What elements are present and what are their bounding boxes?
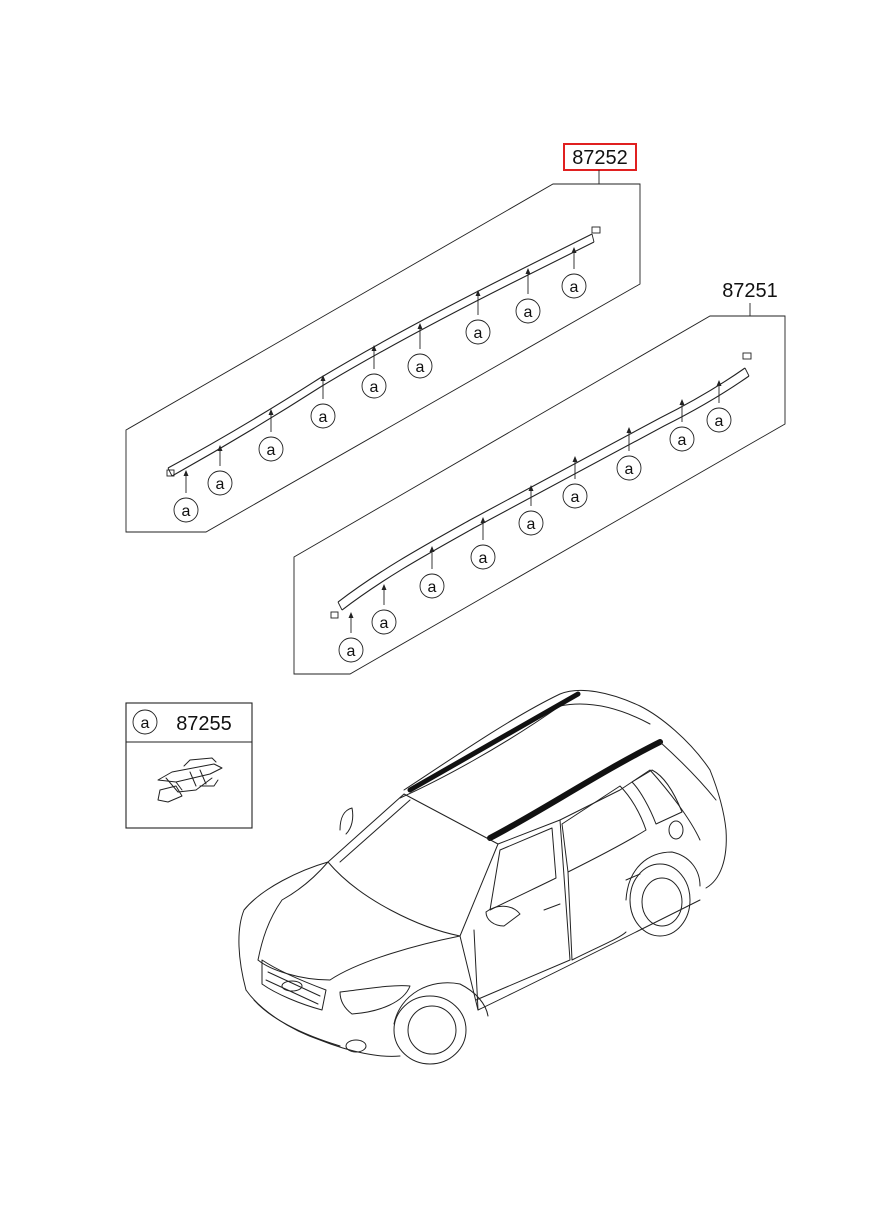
clip-callout[interactable]: a [338,612,364,663]
clip-callout[interactable]: a [407,323,433,379]
svg-text:a: a [524,304,533,321]
clip-legend-box: a 87255 [125,702,253,829]
clip-callout[interactable]: a [518,485,544,536]
clip-callout[interactable]: a [470,517,496,570]
svg-text:a: a [479,550,488,567]
svg-text:a: a [474,325,483,342]
clip-callout[interactable]: a [561,247,587,299]
svg-text:a: a [370,379,379,396]
clip-callout[interactable]: a [616,427,642,481]
clip-callout[interactable]: a [258,409,284,462]
clip-callout[interactable]: a [465,290,491,345]
svg-text:a: a [715,413,724,430]
clip-callout[interactable]: a [310,375,336,429]
svg-text:a: a [571,489,580,506]
svg-text:a: a [267,442,276,459]
part-number-87255[interactable]: 87255 [176,713,232,735]
clip-callout[interactable]: a [669,399,695,452]
vehicle-illustration [238,689,727,1065]
svg-text:a: a [678,432,687,449]
svg-text:a: a [625,461,634,478]
legend-callout-circle [132,709,158,735]
svg-text:a: a [182,503,191,520]
svg-text:a: a [570,279,579,296]
legend-callout-letter: a [141,715,150,732]
part-number-highlight-box [563,143,637,171]
clip-callout[interactable]: a [371,584,397,635]
svg-text:a: a [347,643,356,660]
svg-text:a: a [527,516,536,533]
roof-rail-group-87251: 87251 a a a a a a a a a [293,280,786,675]
clip-callout[interactable]: a [419,546,445,599]
svg-text:a: a [319,409,328,426]
rail-frame-87251 [293,315,786,675]
svg-text:a: a [380,615,389,632]
part-number-87252[interactable]: 87252 [572,147,628,169]
rail-frame-87252 [125,183,641,533]
roof-rail-group-87252: 87252 a a a a a a a a a [125,143,641,533]
clip-callout[interactable]: a [706,380,732,433]
svg-text:a: a [428,579,437,596]
roof-rail-87251[interactable] [337,367,746,603]
clip-callout[interactable]: a [207,445,233,496]
clip-callouts-87252: a a a a a a a a a [173,247,587,523]
clip-callouts-87251: a a a a a a a a a [338,380,732,663]
roof-rail-87252[interactable] [167,233,593,469]
clip-callout[interactable]: a [515,268,541,324]
clip-illustration [157,757,223,803]
svg-text:a: a [216,476,225,493]
part-number-87251[interactable]: 87251 [722,280,778,302]
clip-callout[interactable]: a [562,456,588,509]
svg-text:a: a [416,359,425,376]
clip-callout[interactable]: a [361,345,387,399]
clip-callout[interactable]: a [173,470,199,523]
